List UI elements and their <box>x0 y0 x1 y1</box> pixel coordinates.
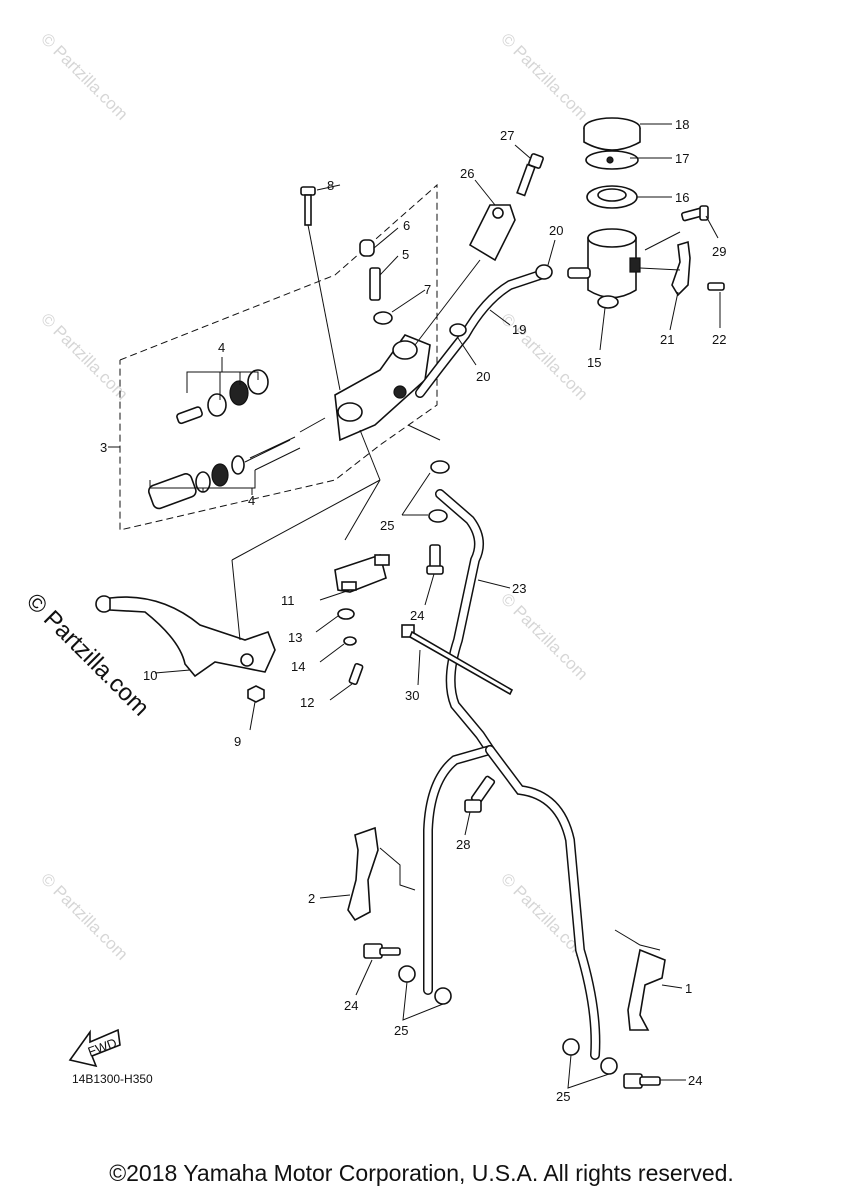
callout-23: 23 <box>512 581 526 596</box>
callout-24: 24 <box>688 1073 702 1088</box>
callout-27: 27 <box>500 128 514 143</box>
callout-25: 25 <box>394 1023 408 1038</box>
brake-switch <box>334 553 390 593</box>
bolt-8 <box>300 186 316 226</box>
diaphragm-16 <box>586 185 638 209</box>
callout-2: 2 <box>308 891 315 906</box>
callout-22: 22 <box>712 332 726 347</box>
copyright-notice: ©2018 Yamaha Motor Corporation, U.S.A. A… <box>109 1160 734 1186</box>
callout-4: 4 <box>218 340 225 355</box>
bolt-28 <box>464 775 496 813</box>
callout-9: 9 <box>234 734 241 749</box>
cable-tie <box>401 624 514 696</box>
master-cylinder <box>334 334 431 442</box>
reservoir-15 <box>567 228 641 309</box>
callout-16: 16 <box>675 190 689 205</box>
callout-4: 4 <box>248 493 255 508</box>
union-bolt-24 <box>426 544 444 575</box>
bolt-27 <box>516 153 544 197</box>
drawing-code: 14B1300-H350 <box>72 1072 153 1086</box>
washer-25 <box>428 509 448 523</box>
bracket-21 <box>671 240 691 297</box>
callout-8: 8 <box>327 178 334 193</box>
callout-20: 20 <box>476 369 490 384</box>
cap-6 <box>359 239 375 257</box>
callout-29: 29 <box>712 244 726 259</box>
nut-9 <box>247 685 265 703</box>
callout-24: 24 <box>410 608 424 623</box>
callout-30: 30 <box>405 688 419 703</box>
callout-24: 24 <box>344 998 358 1013</box>
watermark-group: © Partzilla.com © Partzilla.com © Partzi… <box>37 29 591 963</box>
callout-5: 5 <box>402 247 409 262</box>
watermark: © Partzilla.com <box>37 309 131 403</box>
callout-13: 13 <box>288 630 302 645</box>
washer-25 <box>430 460 450 474</box>
washer-13 <box>337 608 355 620</box>
piston-kit-lower <box>147 417 326 510</box>
union-bolt-24 <box>623 1073 661 1089</box>
callout-26: 26 <box>460 166 474 181</box>
callout-20: 20 <box>549 223 563 238</box>
screw-22 <box>707 282 725 291</box>
hose-clip <box>535 264 553 280</box>
hose-clip <box>449 323 467 337</box>
brake-lever <box>95 595 276 678</box>
diaphragm-plate-17 <box>585 150 639 170</box>
reservoir-cap-18 <box>583 117 641 151</box>
callout-15: 15 <box>587 355 601 370</box>
washer-25 <box>562 1038 580 1056</box>
washer-7 <box>373 311 393 325</box>
watermark: © Partzilla.com <box>37 29 131 123</box>
callout-19: 19 <box>512 322 526 337</box>
piston-kit-upper <box>176 369 269 425</box>
callout-12: 12 <box>300 695 314 710</box>
bracket-2 <box>347 826 379 922</box>
callout-18: 18 <box>675 117 689 132</box>
watermark: © Partzilla.com <box>497 589 591 683</box>
callout-1: 1 <box>685 981 692 996</box>
union-bolt-24 <box>363 943 401 959</box>
callout-25: 25 <box>380 518 394 533</box>
watermark: © Partzilla.com <box>37 869 131 963</box>
callout-labels: 1 2 3 4 4 5 6 7 8 9 10 11 12 13 14 15 16… <box>100 117 726 1104</box>
callout-25: 25 <box>556 1089 570 1104</box>
washer-25 <box>434 987 452 1005</box>
callout-6: 6 <box>403 218 410 233</box>
fwd-arrow: FWD <box>68 1028 121 1068</box>
callout-7: 7 <box>424 282 431 297</box>
washer-25 <box>600 1057 618 1075</box>
callout-28: 28 <box>456 837 470 852</box>
callout-11: 11 <box>281 593 295 608</box>
watermark: © Partzilla.com <box>497 29 591 123</box>
callout-3: 3 <box>100 440 107 455</box>
callout-17: 17 <box>675 151 689 166</box>
bleeder-5 <box>369 267 381 301</box>
callout-10: 10 <box>143 668 157 683</box>
washer-14 <box>343 636 357 646</box>
bracket-26 <box>468 204 516 262</box>
washer-25 <box>398 965 416 983</box>
screw-12 <box>348 662 364 686</box>
callout-14: 14 <box>291 659 305 674</box>
bolt-29 <box>681 205 709 222</box>
callout-21: 21 <box>660 332 674 347</box>
bracket-1 <box>627 948 666 1031</box>
